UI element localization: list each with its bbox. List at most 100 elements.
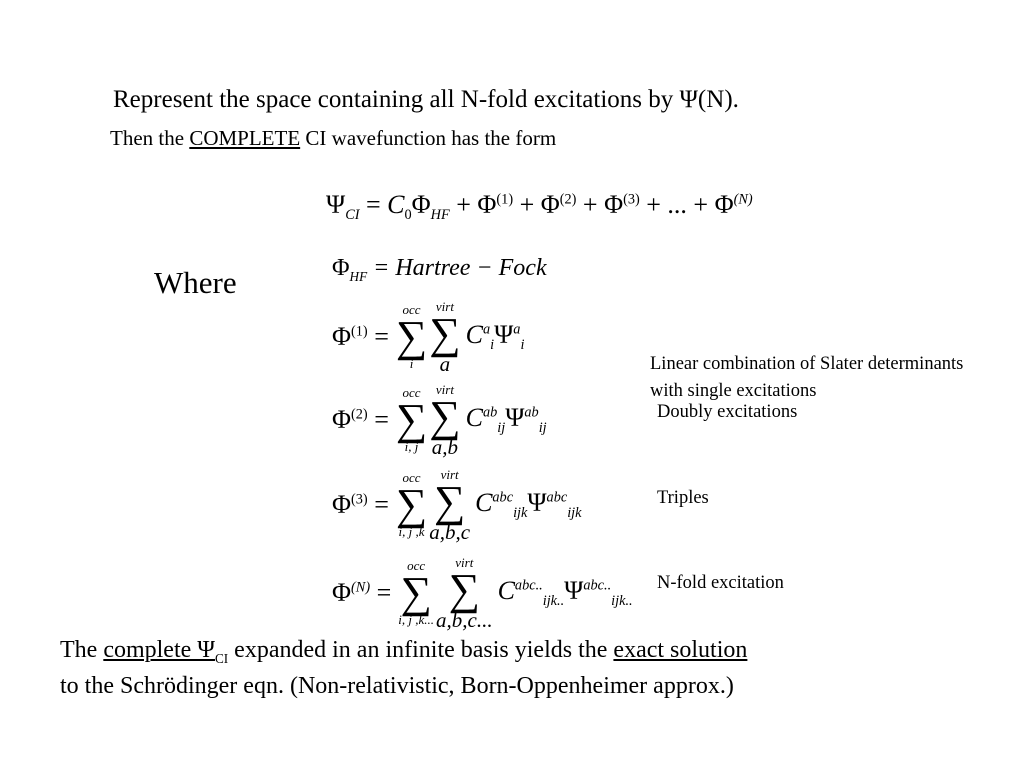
conclusion-p1: The (60, 637, 104, 663)
sum-virt-top: virt (435, 299, 454, 314)
c0-subscript: 0 (404, 207, 412, 224)
hf-rest: = Hartree − Fock (367, 255, 547, 281)
sum-virt-bottom: a (439, 352, 451, 376)
term-2: + Φ (513, 190, 560, 219)
sigma-icon: ∑ (429, 309, 461, 358)
psi-sup: abc.. (583, 577, 612, 594)
c-sup: abc.. (514, 577, 543, 594)
expansion-phi: Φ(3) = (332, 490, 389, 519)
term-n: + ... + Φ (639, 190, 734, 219)
psi-sup: a (513, 321, 521, 338)
sum-occ-bottom: i, j (404, 439, 419, 454)
term-3-sup: (3) (623, 191, 640, 208)
complete-psi-sub: CI (214, 650, 229, 666)
sum-virt-bottom: a,b,c... (436, 608, 493, 632)
expansion-phi-sup: (2) (351, 406, 368, 423)
psi-subscript: CI (345, 207, 360, 224)
intro-line-2-prefix: Then the (110, 126, 190, 150)
equals: = (359, 190, 388, 219)
expansion-phi-sup: (1) (351, 323, 368, 340)
term-2-sup: (2) (559, 191, 577, 208)
coefficient-term: Cabc..ijk..Ψabc..ijk.. (497, 575, 633, 610)
sum-occ-top: occ (402, 470, 421, 485)
sigma-icon: ∑ (448, 565, 480, 614)
c-sub: ij (497, 420, 506, 437)
expansion-phi-sup: (3) (351, 491, 368, 508)
sigma-icon: ∑ (395, 395, 428, 444)
term-1-sup: (1) (496, 191, 514, 208)
expansion-triples: Φ(3) = occ∑i, j ,k virt∑a,b,c CabcijkΨab… (332, 467, 582, 544)
expansion-doubles: Φ(2) = occ∑i, j virt∑a,b CabijΨabij (332, 382, 547, 459)
coefficient-term: CabcijkΨabcijk (475, 487, 582, 522)
sum-virt-bottom: a,b,c (429, 520, 471, 544)
sum-virt: virt∑a (429, 299, 461, 376)
sum-occ-bottom: i (409, 356, 414, 371)
intro-line-2: Then the COMPLETE CI wavefunction has th… (110, 126, 556, 151)
expansion-nfold: Φ(N) = occ∑i, j ,k... virt∑a,b,c... Cabc… (332, 555, 633, 632)
sum-occ-top: occ (402, 385, 421, 400)
sum-occ-bottom: i, j ,k... (398, 612, 434, 627)
c-sup: a (482, 321, 491, 338)
conclusion-p2: expanded in an infinite basis yields the (228, 637, 614, 663)
term-3: + Φ (576, 190, 624, 219)
c0-symbol: C (387, 190, 405, 219)
complete-underlined: COMPLETE (189, 126, 301, 150)
note-triples: Triples (657, 488, 709, 508)
note-doubles: Doubly excitations (657, 402, 798, 422)
sum-virt-top: virt (440, 467, 459, 482)
psi-sub: i (520, 337, 525, 354)
expansion-singles: Φ(1) = occ∑i virt∑a CaiΨai (332, 299, 525, 376)
complete-psi-underlined: complete ΨCI (103, 637, 229, 666)
expansion-phi-sup: (N) (351, 579, 371, 596)
sigma-icon: ∑ (395, 480, 428, 529)
c-sub: ijk (513, 505, 528, 522)
psi-symbol: Ψ (326, 190, 346, 219)
sum-virt-top: virt (455, 555, 474, 570)
sum-occ-top: occ (402, 302, 421, 317)
sum-occ-bottom: i, j ,k (398, 524, 425, 539)
intro-line-2-suffix: CI wavefunction has the form (300, 126, 557, 150)
sigma-icon: ∑ (395, 312, 428, 361)
psi-sub: ijk.. (611, 593, 633, 610)
c-sub: ijk.. (542, 593, 565, 610)
sum-occ: occ∑i, j ,k... (398, 559, 434, 627)
psi-sup: abc (546, 489, 568, 506)
sum-virt-bottom: a,b (431, 435, 459, 459)
sum-occ: occ∑i, j (396, 386, 427, 454)
hf-phi: Φ (332, 255, 350, 281)
note-singles: Linear combination of Slater determinant… (650, 354, 964, 401)
sum-virt-top: virt (435, 382, 454, 397)
sum-occ-top: occ (407, 558, 426, 573)
sum-occ: occ∑i (396, 303, 427, 371)
ci-wavefunction-equation: ΨCI = C0ΦHF + Φ(1) + Φ(2) + Φ(3) + ... +… (326, 190, 753, 224)
c-sup: abc (492, 489, 514, 506)
complete-psi-text: complete Ψ (103, 637, 215, 663)
sum-virt: virt∑a,b,c... (436, 555, 493, 632)
coefficient-term: CabijΨabij (465, 402, 547, 437)
psi-sup: ab (524, 404, 539, 421)
conclusion-line-1: The complete ΨCI expanded in an infinite… (60, 637, 747, 667)
term-n-sup: (N) (733, 191, 753, 208)
c-sup: ab (482, 404, 498, 421)
sum-virt: virt∑a,b,c (429, 467, 471, 544)
coefficient-term: CaiΨai (465, 319, 525, 354)
term-1: + Φ (449, 190, 497, 219)
sigma-icon: ∑ (429, 392, 461, 441)
hf-sub: HF (349, 268, 368, 284)
conclusion-line-2: to the Schrödinger eqn. (Non-relativisti… (60, 673, 734, 699)
note-nfold: N-fold excitation (657, 573, 784, 593)
exact-solution-underlined: exact solution (613, 637, 748, 663)
sigma-icon: ∑ (433, 477, 466, 526)
phi-hf-symbol: Φ (411, 190, 431, 219)
sum-occ: occ∑i, j ,k (396, 471, 427, 539)
expansion-phi: Φ(N) = (332, 578, 392, 607)
psi-sub: ijk (567, 505, 582, 522)
expansion-phi: Φ(2) = (332, 405, 389, 434)
where-label: Where (154, 265, 237, 300)
hf-definition: ΦHF = Hartree − Fock (332, 255, 547, 285)
psi-sub: ij (538, 420, 547, 437)
intro-line-1: Represent the space containing all N-fol… (113, 86, 739, 113)
sigma-icon: ∑ (400, 568, 432, 617)
phi-hf-subscript: HF (430, 207, 450, 224)
sum-virt: virt∑a,b (429, 382, 461, 459)
